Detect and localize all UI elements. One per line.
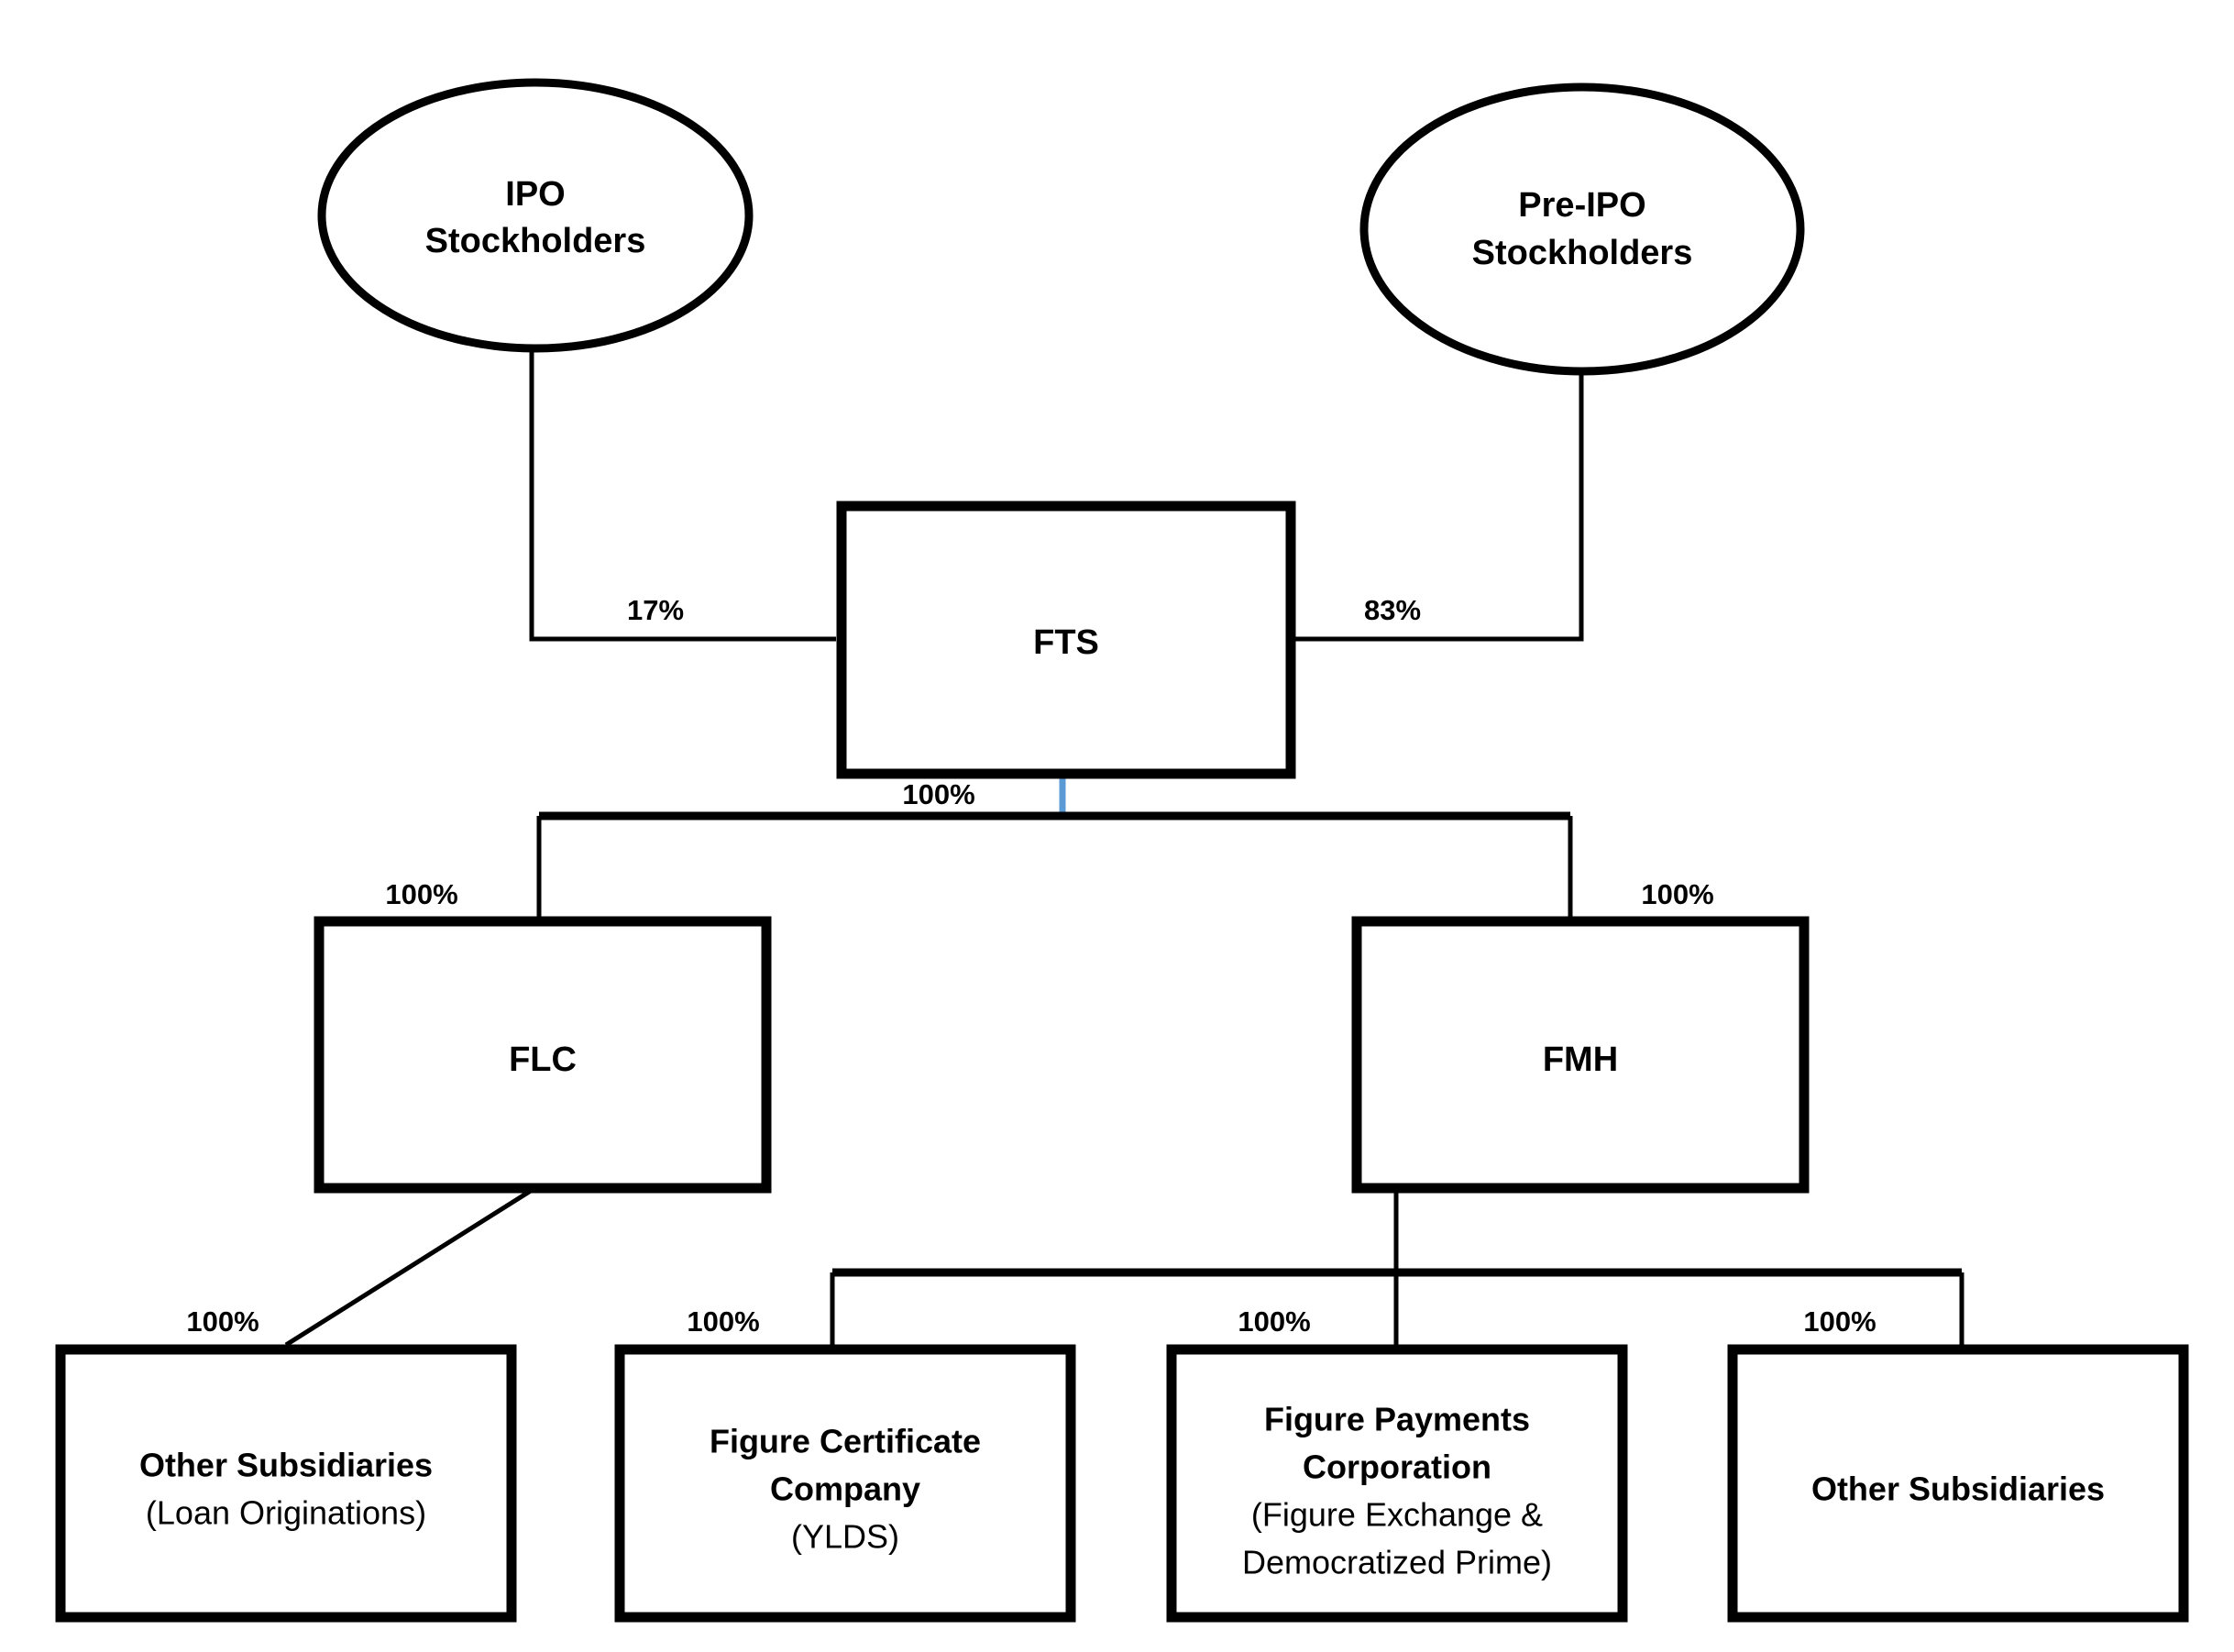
edge-label-fmh-to-figure-certificate: 100%: [687, 1305, 759, 1338]
node-figure-certificate-company[interactable]: Figure Certificate Company (YLDS): [614, 1344, 1076, 1623]
connector-fmh-bus: [830, 1189, 1964, 1345]
node-pre-ipo-stockholders-line2: Stockholders: [1472, 234, 1693, 272]
node-flc[interactable]: FLC: [314, 916, 772, 1194]
node-figure-certificate-line1: Figure Certificate: [710, 1423, 981, 1460]
node-figure-payments-line4: Democratized Prime): [1242, 1544, 1552, 1581]
node-other-subs-loan-line1: Other Subsidiaries: [139, 1447, 433, 1484]
edge-label-bus-to-flc: 100%: [385, 878, 457, 910]
node-figure-certificate-line3: (YLDS): [791, 1518, 899, 1556]
node-other-subsidiaries-loan-originations[interactable]: Other Subsidiaries (Loan Originations): [55, 1344, 517, 1623]
node-ipo-stockholders-line1: IPO: [505, 175, 565, 214]
edge-label-flc-to-other-subs-loan: 100%: [186, 1305, 259, 1338]
node-figure-payments-line3: (Figure Exchange &: [1251, 1496, 1543, 1534]
edge-label-ipo-to-fts: 17%: [627, 594, 684, 626]
edge-label-fts-to-children: 100%: [902, 778, 974, 810]
node-pre-ipo-stockholders[interactable]: Pre-IPO Stockholders: [1359, 83, 1805, 376]
node-flc-label: FLC: [509, 1041, 577, 1079]
node-other-subsidiaries[interactable]: Other Subsidiaries: [1727, 1344, 2189, 1623]
connector-fts-bus: [536, 811, 1573, 919]
node-pre-ipo-stockholders-line1: Pre-IPO: [1518, 186, 1645, 225]
node-figure-payments-line2: Corporation: [1303, 1448, 1491, 1486]
node-other-subs-loan-line2: (Loan Originations): [146, 1494, 426, 1532]
node-fmh-label: FMH: [1543, 1041, 1618, 1079]
node-fts[interactable]: FTS: [836, 501, 1296, 779]
edge-label-fmh-to-other-subs: 100%: [1803, 1305, 1876, 1338]
node-ipo-stockholders[interactable]: IPO Stockholders: [317, 78, 754, 353]
connector-flc-to-other-subs-loan: [284, 1186, 535, 1348]
connector-ipo-to-fts: [529, 351, 836, 642]
edge-label-bus-to-fmh: 100%: [1641, 878, 1713, 910]
edge-label-fmh-to-figure-payments: 100%: [1238, 1305, 1310, 1338]
node-figure-payments-line1: Figure Payments: [1264, 1401, 1530, 1438]
node-fts-label: FTS: [1033, 623, 1099, 662]
node-figure-certificate-line2: Company: [770, 1470, 920, 1508]
edge-label-preipo-to-fts: 83%: [1364, 594, 1421, 626]
connector-preipo-to-fts: [1287, 371, 1584, 642]
node-other-subs-label: Other Subsidiaries: [1811, 1470, 2105, 1508]
node-ipo-stockholders-line2: Stockholders: [425, 222, 646, 260]
node-fmh[interactable]: FMH: [1351, 916, 1810, 1194]
node-figure-payments-corporation[interactable]: Figure Payments Corporation (Figure Exch…: [1166, 1344, 1628, 1623]
